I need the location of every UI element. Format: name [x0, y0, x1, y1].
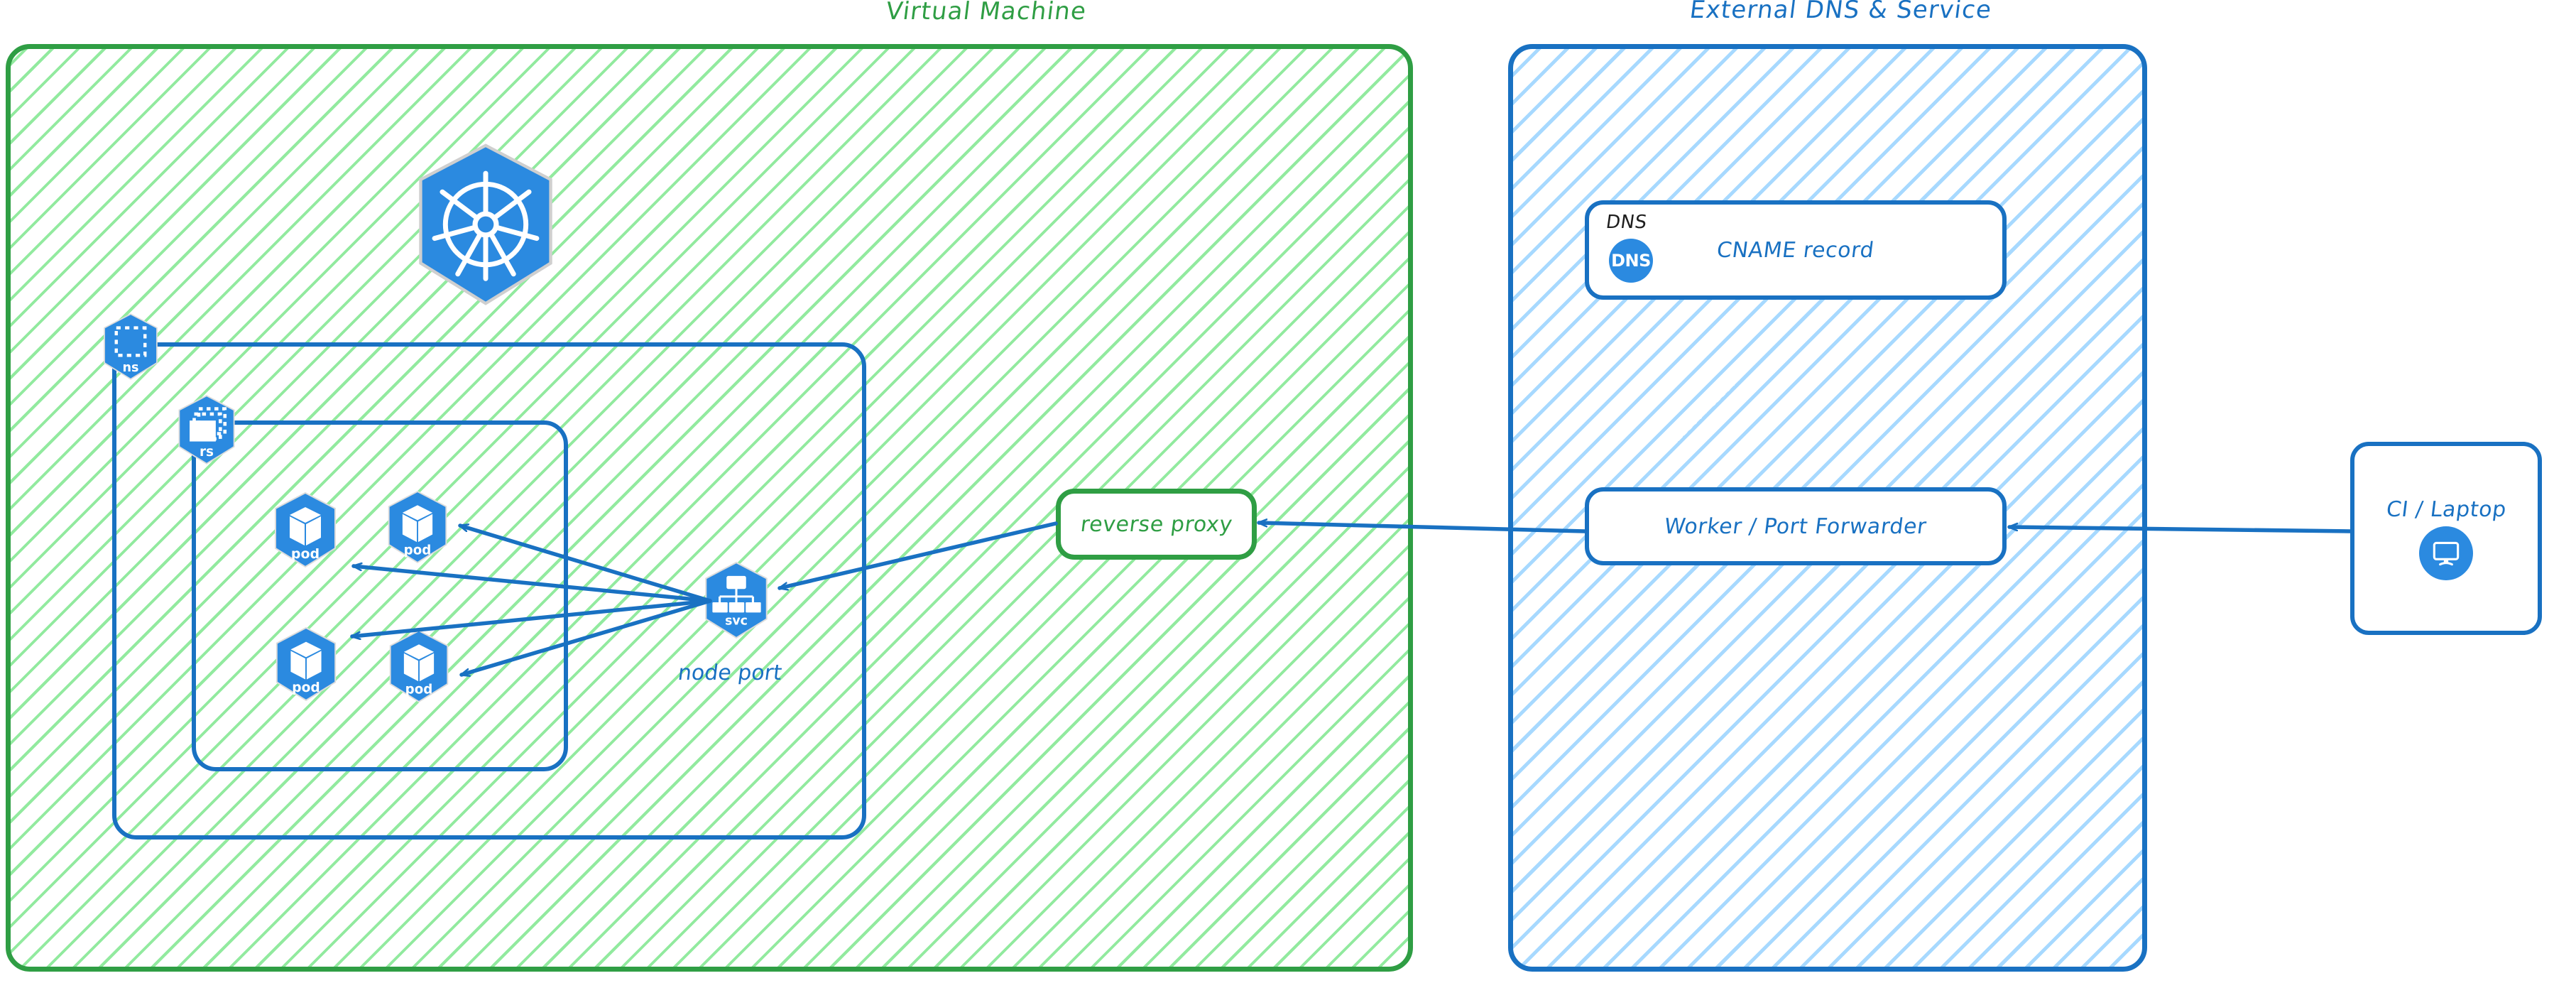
pod-hex-4: pod: [385, 629, 453, 703]
worker-port-forwarder-label: Worker / Port Forwarder: [1663, 514, 1928, 539]
external-dns-service-panel: [1508, 44, 2147, 972]
svg-text:rs: rs: [200, 445, 214, 460]
namespace-badge: ns: [99, 313, 162, 381]
replicaset-frame: [192, 420, 568, 771]
svg-text:pod: pod: [292, 680, 320, 695]
k8s-cluster-frame: [112, 342, 866, 840]
external-panel-title: External DNS & Service: [1688, 0, 1994, 24]
svg-text:ns: ns: [123, 361, 139, 375]
ci-laptop-box[interactable]: CI / Laptop: [2350, 442, 2542, 635]
reverse-proxy-label: reverse proxy: [1079, 511, 1234, 537]
vm-panel-title: Virtual Machine: [884, 0, 1088, 26]
dns-badge-icon: DNS: [1609, 239, 1653, 283]
cname-record-label: CNAME record: [1715, 237, 1876, 263]
worker-port-forwarder-box[interactable]: Worker / Port Forwarder: [1585, 487, 2007, 565]
service-hex: svc: [700, 561, 773, 639]
desktop-monitor-icon: [2418, 526, 2473, 580]
svg-text:pod: pod: [291, 546, 320, 562]
pod-hex-3: pod: [271, 626, 341, 702]
replicaset-badge: rs: [174, 394, 239, 465]
node-port-caption: node port: [676, 661, 784, 685]
kubernetes-logo-icon: [408, 142, 563, 307]
pod-hex-2: pod: [383, 490, 452, 564]
reverse-proxy-box[interactable]: reverse proxy: [1056, 489, 1257, 560]
svg-text:pod: pod: [404, 543, 432, 558]
svg-text:svc: svc: [725, 614, 748, 629]
dns-cname-card[interactable]: DNS DNS CNAME record: [1585, 200, 2007, 300]
svg-text:pod: pod: [405, 682, 433, 697]
pod-hex-1: pod: [270, 492, 341, 568]
ci-laptop-label: CI / Laptop: [2384, 496, 2508, 522]
